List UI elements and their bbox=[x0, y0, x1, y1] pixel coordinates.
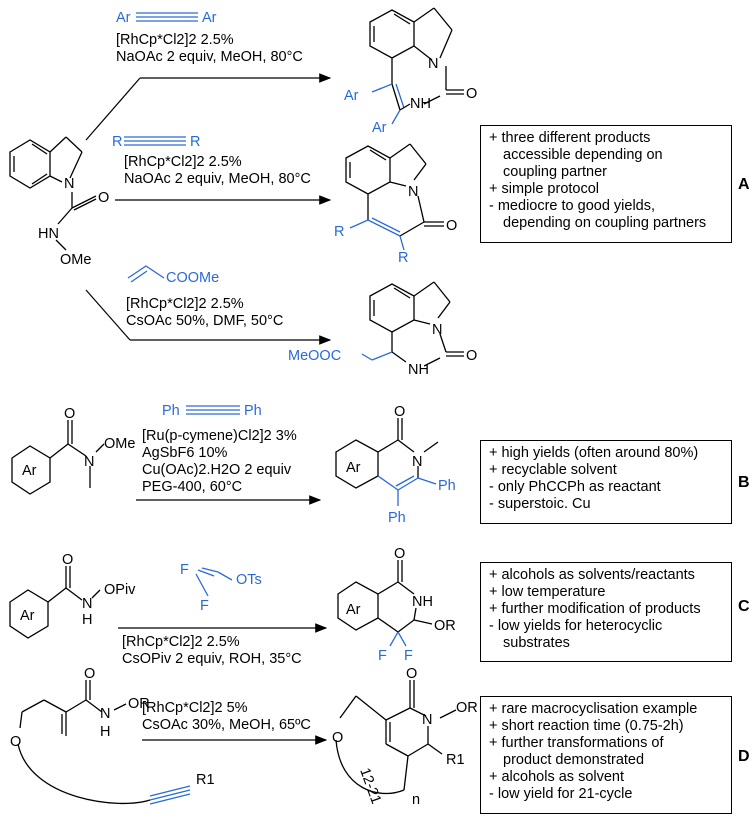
cond-a3: [RhCp*Cl2]2 2.5% CsOAc 50%, DMF, 50°C bbox=[126, 296, 284, 329]
pd-r1: R1 bbox=[446, 752, 465, 768]
benzamide-b bbox=[11, 420, 105, 495]
d-atom-o: O bbox=[10, 734, 21, 750]
b-ar: Ar bbox=[22, 463, 37, 479]
section-tag-d: D bbox=[738, 748, 750, 765]
b-atom-o: O bbox=[64, 406, 75, 422]
section-tag-c: C bbox=[738, 598, 750, 615]
pd-or: OR bbox=[456, 700, 478, 716]
atom-n: N bbox=[64, 176, 74, 192]
reagent-r-right: R bbox=[190, 134, 200, 150]
d-or: OR bbox=[128, 696, 150, 712]
acrylate bbox=[127, 265, 165, 279]
notes-box-d: + rare macrocyclisation example + short … bbox=[480, 696, 732, 814]
section-tag-a: A bbox=[738, 176, 750, 193]
reagent-r-left: R bbox=[112, 134, 122, 150]
pd-n: n bbox=[412, 792, 420, 808]
pd-atom-n: N bbox=[422, 712, 432, 728]
b-ome: OMe bbox=[104, 436, 135, 452]
product-a3 bbox=[361, 281, 464, 367]
notes-box-b: + high yields (often around 80%) + recyc… bbox=[480, 440, 732, 524]
cond-c: [RhCp*Cl2]2 2.5% CsOPiv 2 equiv, ROH, 35… bbox=[122, 634, 302, 667]
reagent-ph-left: Ph bbox=[162, 403, 180, 419]
a1-atom-nh: NH bbox=[410, 96, 431, 112]
difluorovinyl-reagent bbox=[195, 567, 233, 597]
atom-ome: OMe bbox=[60, 252, 91, 268]
pc-atom-nh: NH bbox=[412, 594, 433, 610]
a1-atom-n: N bbox=[428, 56, 438, 72]
pb-atom-n: N bbox=[412, 454, 422, 470]
product-a1 bbox=[369, 7, 464, 125]
product-d bbox=[335, 680, 457, 795]
benzamide-c bbox=[9, 566, 101, 639]
pd-atom-o: O bbox=[332, 730, 343, 746]
cond-b: [Ru(p-cymene)Cl2]2 3% AgSbF6 10% Cu(OAc)… bbox=[142, 428, 297, 495]
arrow-a1-diag bbox=[85, 77, 141, 141]
reagent-f-2: F bbox=[200, 598, 209, 614]
section-tag-b: B bbox=[738, 474, 750, 491]
product-c bbox=[337, 560, 433, 647]
b-atom-n: N bbox=[84, 454, 94, 470]
reagent-coome: COOMe bbox=[166, 270, 219, 286]
atom-hn: HN bbox=[38, 226, 59, 242]
c-atom-o: O bbox=[62, 552, 73, 568]
a2-atom-o: O bbox=[446, 218, 457, 234]
a1-atom-o: O bbox=[466, 86, 477, 102]
pb-ar: Ar bbox=[346, 460, 361, 476]
reagent-ph-right: Ph bbox=[244, 403, 262, 419]
a1-ar-2: Ar bbox=[372, 120, 387, 136]
d-r1: R1 bbox=[196, 772, 215, 788]
reagent-f-1: F bbox=[180, 562, 189, 578]
pd-atom-o2: O bbox=[406, 666, 417, 682]
a3-atom-n: N bbox=[432, 322, 442, 338]
d-atom-n: N bbox=[100, 706, 110, 722]
cond-d: [RhCp*Cl2]2 5% CsOAc 30%, MeOH, 65ºC bbox=[142, 700, 311, 733]
c-atom-h: H bbox=[82, 612, 92, 628]
c-ar: Ar bbox=[20, 608, 35, 624]
pc-f-1: F bbox=[378, 648, 387, 664]
pc-ar: Ar bbox=[346, 602, 361, 618]
reagent-ots: OTs bbox=[236, 572, 262, 588]
cond-a1: [RhCp*Cl2]2 2.5% NaOAc 2 equiv, MeOH, 80… bbox=[116, 32, 303, 65]
c-opiv: OPiv bbox=[104, 582, 136, 598]
pc-atom-o: O bbox=[394, 546, 405, 562]
a2-atom-n: N bbox=[408, 184, 418, 200]
notes-box-a: + three different products accessible de… bbox=[480, 125, 732, 243]
d-atom-h: H bbox=[100, 724, 110, 740]
cond-a2: [RhCp*Cl2]2 2.5% NaOAc 2 equiv, MeOH, 80… bbox=[124, 154, 311, 187]
d-atom-o2: O bbox=[84, 666, 95, 682]
a3-atom-o: O bbox=[466, 348, 477, 364]
pc-f-2: F bbox=[404, 648, 413, 664]
a2-r-2: R bbox=[398, 250, 408, 266]
atom-o: O bbox=[98, 190, 109, 206]
pb-ph-1: Ph bbox=[438, 478, 456, 494]
product-b bbox=[335, 418, 439, 506]
reagent-ar-left: Ar bbox=[116, 10, 131, 26]
arrow-a3-diag bbox=[85, 289, 131, 341]
reagent-ar-right: Ar bbox=[202, 10, 217, 26]
pb-ph-2: Ph bbox=[388, 510, 406, 526]
a3-meooc: MeOOC bbox=[288, 348, 341, 364]
a1-ar-1: Ar bbox=[344, 88, 359, 104]
acrylamide-d bbox=[17, 680, 191, 805]
product-a2 bbox=[345, 143, 444, 251]
c-atom-n: N bbox=[82, 596, 92, 612]
a3-atom-nh: NH bbox=[408, 362, 429, 378]
pc-or: OR bbox=[434, 618, 456, 634]
notes-box-c: + alcohols as solvents/reactants + low t… bbox=[480, 562, 732, 662]
pb-atom-o: O bbox=[394, 404, 405, 420]
a2-r-1: R bbox=[334, 224, 344, 240]
indoline-substrate bbox=[9, 136, 97, 251]
